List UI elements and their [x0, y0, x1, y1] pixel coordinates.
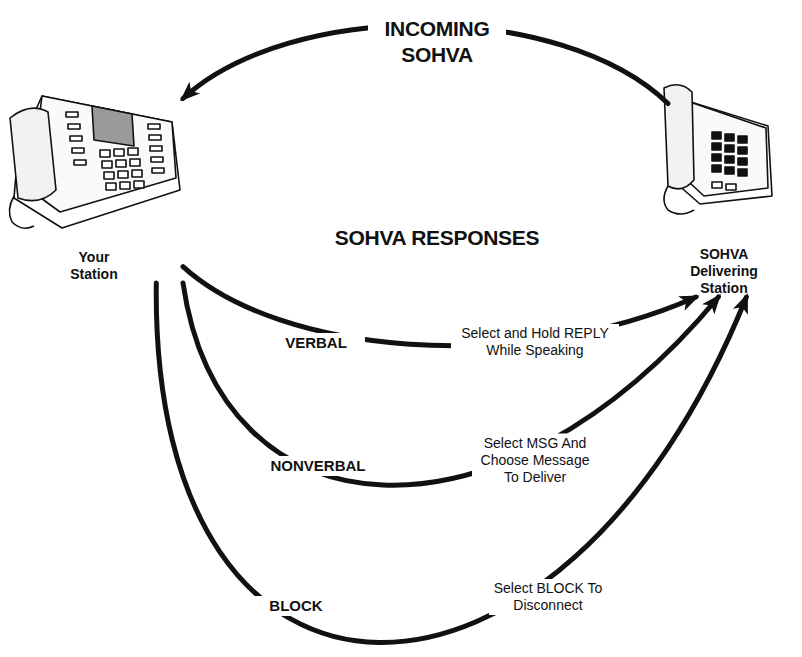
handset-cord — [664, 186, 694, 214]
keypad — [712, 132, 747, 190]
edge-label: Select and Hold REPLY While Speaking — [451, 324, 619, 360]
key — [102, 161, 112, 168]
feature-key — [68, 124, 80, 129]
key — [712, 182, 722, 188]
phone-screen — [92, 106, 134, 146]
delivering-phone — [664, 85, 772, 214]
feature-key — [66, 112, 78, 117]
key — [116, 160, 126, 167]
feature-key — [150, 146, 162, 151]
key — [114, 149, 124, 156]
key — [712, 165, 721, 172]
key-grid — [66, 112, 164, 190]
response-type: VERBAL — [267, 333, 365, 353]
key — [712, 132, 721, 139]
response-type: BLOCK — [252, 596, 340, 616]
feature-key — [148, 124, 160, 129]
key — [104, 172, 114, 179]
key — [712, 143, 721, 150]
key — [738, 158, 747, 165]
station-label: Your Station — [59, 249, 129, 283]
key — [100, 150, 110, 157]
key — [726, 184, 736, 190]
key — [725, 156, 734, 163]
feature-key — [70, 136, 82, 141]
key — [738, 169, 747, 176]
edge-label: Select BLOCK To Disconnect — [489, 579, 607, 615]
phone-handset — [10, 108, 56, 201]
station-node: SOHVA Delivering Station — [668, 82, 780, 297]
key — [725, 145, 734, 152]
key — [725, 167, 734, 174]
response-arrow — [183, 267, 696, 346]
response-type: NONVERBAL — [259, 456, 377, 476]
phone-handset — [664, 85, 694, 189]
feature-key — [74, 160, 86, 165]
key — [106, 183, 116, 190]
key — [132, 170, 142, 177]
handset-cord — [9, 196, 34, 228]
edge-label: Select MSG And Choose Message To Deliver — [472, 434, 598, 487]
key — [130, 159, 140, 166]
key — [128, 148, 138, 155]
key — [738, 136, 747, 143]
key — [118, 171, 128, 178]
response-arrow — [183, 283, 718, 485]
feature-key — [152, 168, 164, 173]
station-node: Your Station — [5, 78, 183, 283]
station-label: SOHVA Delivering Station — [678, 246, 770, 297]
feature-key — [149, 135, 161, 140]
response-arrow — [156, 283, 746, 643]
key — [725, 134, 734, 141]
key — [120, 182, 130, 189]
feature-key — [72, 148, 84, 153]
station-phone — [9, 96, 180, 228]
feature-key — [151, 157, 163, 162]
section-heading: SOHVA RESPONSES — [323, 224, 551, 252]
edge-label: INCOMING SOHVA — [368, 15, 506, 69]
key — [712, 154, 721, 161]
key — [134, 181, 144, 188]
key — [738, 147, 747, 154]
